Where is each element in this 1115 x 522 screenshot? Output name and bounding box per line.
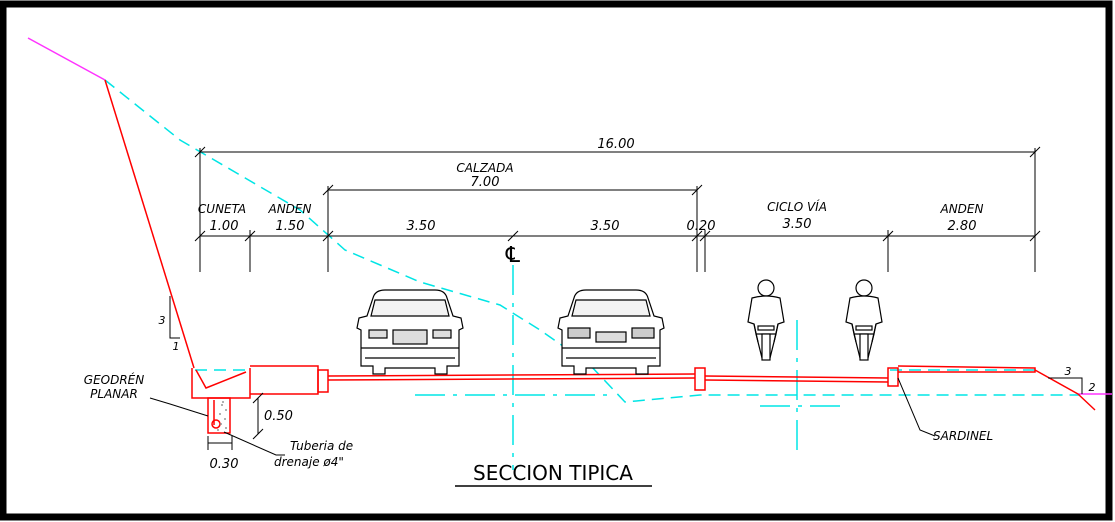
dim-cuneta-width: 1.00: [210, 219, 239, 234]
trench-fill: [217, 401, 227, 431]
dim-anden-right-width: 2.80: [948, 219, 977, 234]
slope-left-horizontal: 1: [173, 340, 180, 353]
car-left-icon: [356, 289, 464, 375]
cyclist-right-icon: [845, 279, 883, 361]
slope-left-vertical: 3: [159, 314, 166, 327]
road-structure: [104, 79, 1096, 434]
dimension-lines: [149, 146, 1041, 456]
centerline-axis: [415, 265, 840, 470]
natural-ground-line: [27, 37, 1112, 395]
drain-depth: 0.50: [264, 409, 293, 424]
pipe-label-1: Tuberia de: [290, 439, 353, 453]
dim-cuneta-label: CUNETA: [198, 202, 246, 216]
centerline-symbol: ℄: [505, 243, 521, 268]
pipe-label-2: drenaje ø4": [274, 455, 344, 469]
geodren-label-2: PLANAR: [90, 387, 138, 401]
slope-indicator-right: [1048, 377, 1083, 394]
dim-lane-2: 3.50: [591, 219, 620, 234]
slope-right-vertical: 3: [1065, 365, 1072, 378]
dim-total: 16.00: [597, 137, 634, 152]
existing-terrain-line: [104, 79, 1080, 403]
dim-calzada-width: 7.00: [471, 175, 500, 190]
dim-ciclovia-label: CICLO VÍA: [767, 199, 827, 214]
dim-sardinel: 0.20: [687, 219, 716, 234]
drain-width: 0.30: [210, 457, 239, 472]
drawing-title: SECCION TIPICA: [473, 461, 633, 485]
dim-lane-1: 3.50: [407, 219, 436, 234]
cyclist-left-icon: [747, 279, 785, 361]
slope-right-horizontal: 2: [1089, 381, 1096, 394]
dim-ciclovia-width: 3.50: [783, 217, 812, 232]
dim-anden-right-label: ANDEN: [940, 202, 984, 216]
slope-indicator-left: [169, 296, 180, 339]
car-right-icon: [557, 289, 665, 375]
geodren-label-1: GEODRÉN: [84, 372, 144, 387]
dim-anden-left-label: ANDEN: [268, 202, 312, 216]
dim-calzada-label: CALZADA: [456, 161, 513, 175]
sardinel-label: SARDINEL: [933, 429, 993, 443]
dim-anden-left-width: 1.50: [276, 219, 305, 234]
